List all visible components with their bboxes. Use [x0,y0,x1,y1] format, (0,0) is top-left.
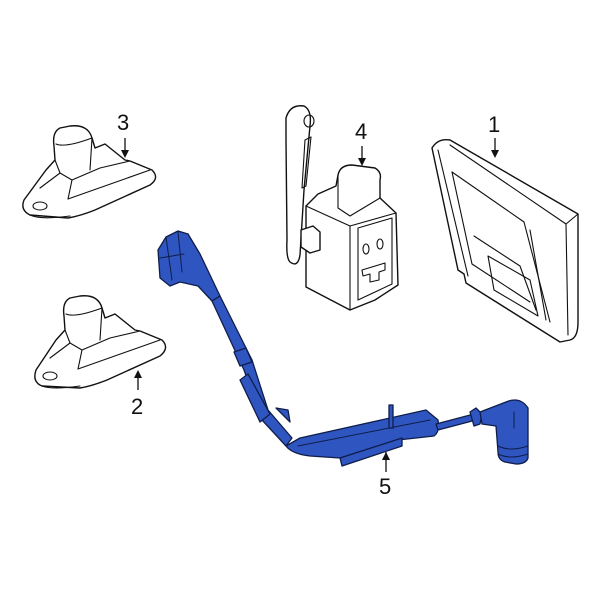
callout-1: 1 [488,112,501,137]
part-3-sensor[interactable] [22,125,157,219]
part-2-sensor[interactable] [34,295,167,389]
callout-2: 2 [131,394,144,419]
part-5-wiring-harness[interactable] [157,230,529,467]
callout-5: 5 [379,474,392,499]
part-4-height-sensor[interactable] [285,105,399,311]
part-1-control-module[interactable] [431,138,579,343]
callout-4: 4 [355,119,368,144]
callout-3: 3 [117,110,130,135]
leader-arrows [121,138,499,472]
